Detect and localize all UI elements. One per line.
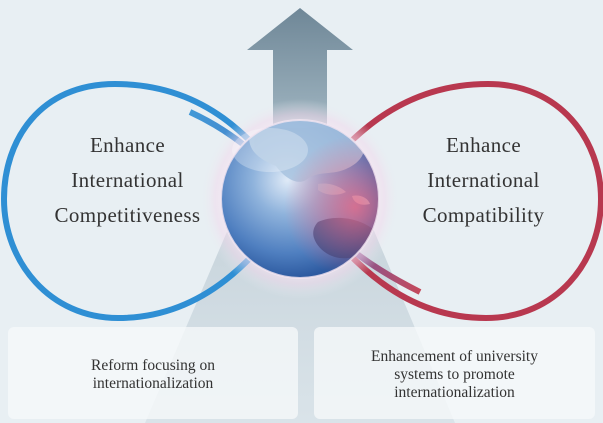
left-loop-stroke xyxy=(0,80,303,322)
reform-card-line-1: Reform focusing on xyxy=(91,357,215,374)
reform-card: Reform focusing on internationalization xyxy=(8,327,298,419)
enhancement-card: Enhancement of university systems to pro… xyxy=(314,327,595,419)
enhancement-card-line-2: systems to promote xyxy=(394,366,515,383)
globe-icon xyxy=(220,119,380,279)
right-loop-stroke xyxy=(297,80,603,322)
enhancement-card-line-1: Enhancement of university xyxy=(370,348,538,365)
left-loop-line-1: Enhance xyxy=(89,133,166,157)
reform-card-line-2: internationalization xyxy=(92,375,214,392)
right-loop-line-1: Enhance xyxy=(445,133,522,157)
right-loop-line-3: Compatibility xyxy=(422,203,545,227)
enhancement-card-line-3: internationalization xyxy=(394,384,515,401)
left-loop-line-2: International xyxy=(71,168,184,192)
right-loop-line-2: International xyxy=(427,168,540,192)
right-loop-label: Enhance International Compatibility xyxy=(396,128,571,233)
left-loop-line-3: Competitiveness xyxy=(54,203,201,227)
left-loop-label: Enhance International Competitiveness xyxy=(40,128,215,233)
